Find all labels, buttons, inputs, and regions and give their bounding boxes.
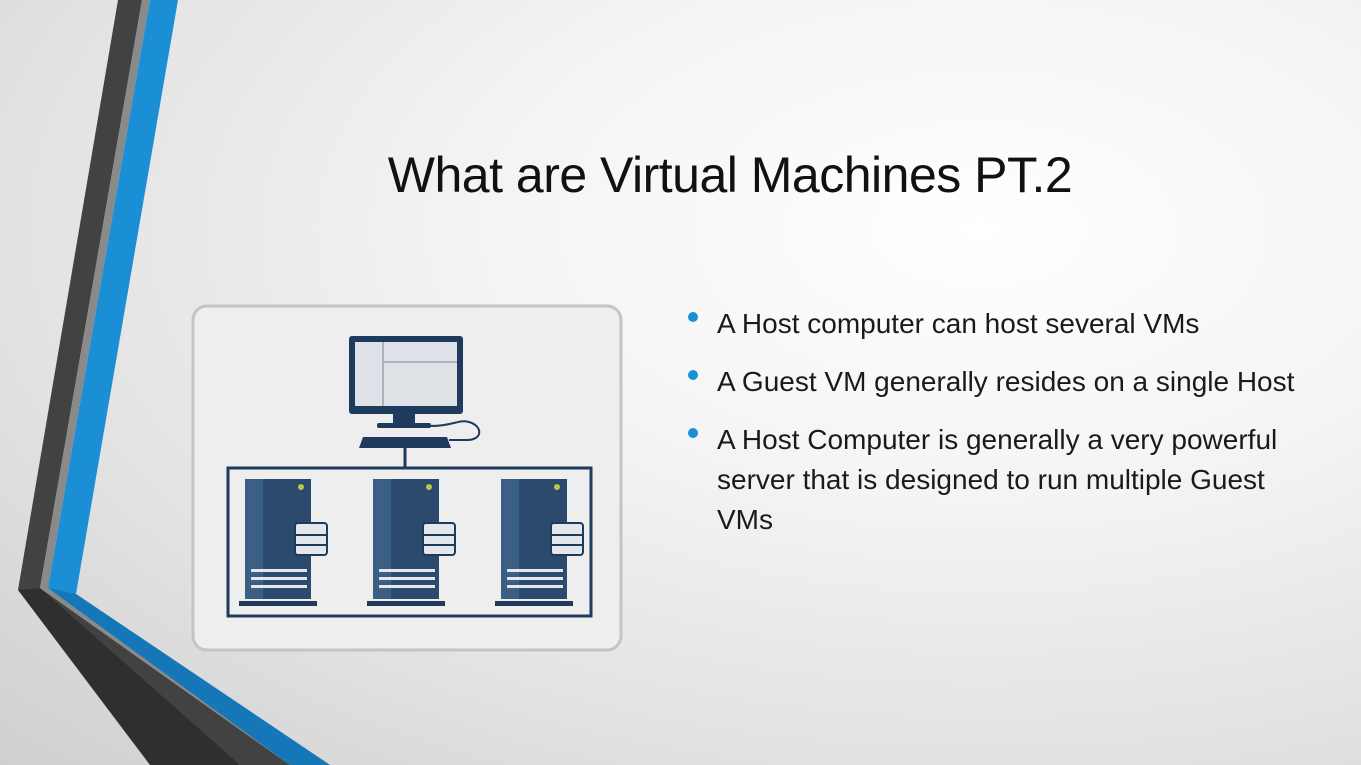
bullet-dot-icon (688, 428, 698, 438)
bullet-item: A Guest VM generally resides on a single… (688, 362, 1308, 402)
bullet-dot-icon (688, 370, 698, 380)
bullet-item: A Host computer can host several VMs (688, 304, 1308, 344)
host-computer-with-three-servers-icon (191, 304, 623, 652)
slide-title: What are Virtual Machines PT.2 (387, 147, 1073, 203)
bullet-text: A Host computer can host several VMs (717, 308, 1200, 339)
bullet-text: A Guest VM generally resides on a single… (717, 366, 1295, 397)
bullet-text: A Host Computer is generally a very powe… (717, 424, 1278, 535)
bullet-dot-icon (688, 312, 698, 322)
bullet-list: A Host computer can host several VMs A G… (688, 304, 1308, 558)
bullet-item: A Host Computer is generally a very powe… (688, 420, 1308, 540)
